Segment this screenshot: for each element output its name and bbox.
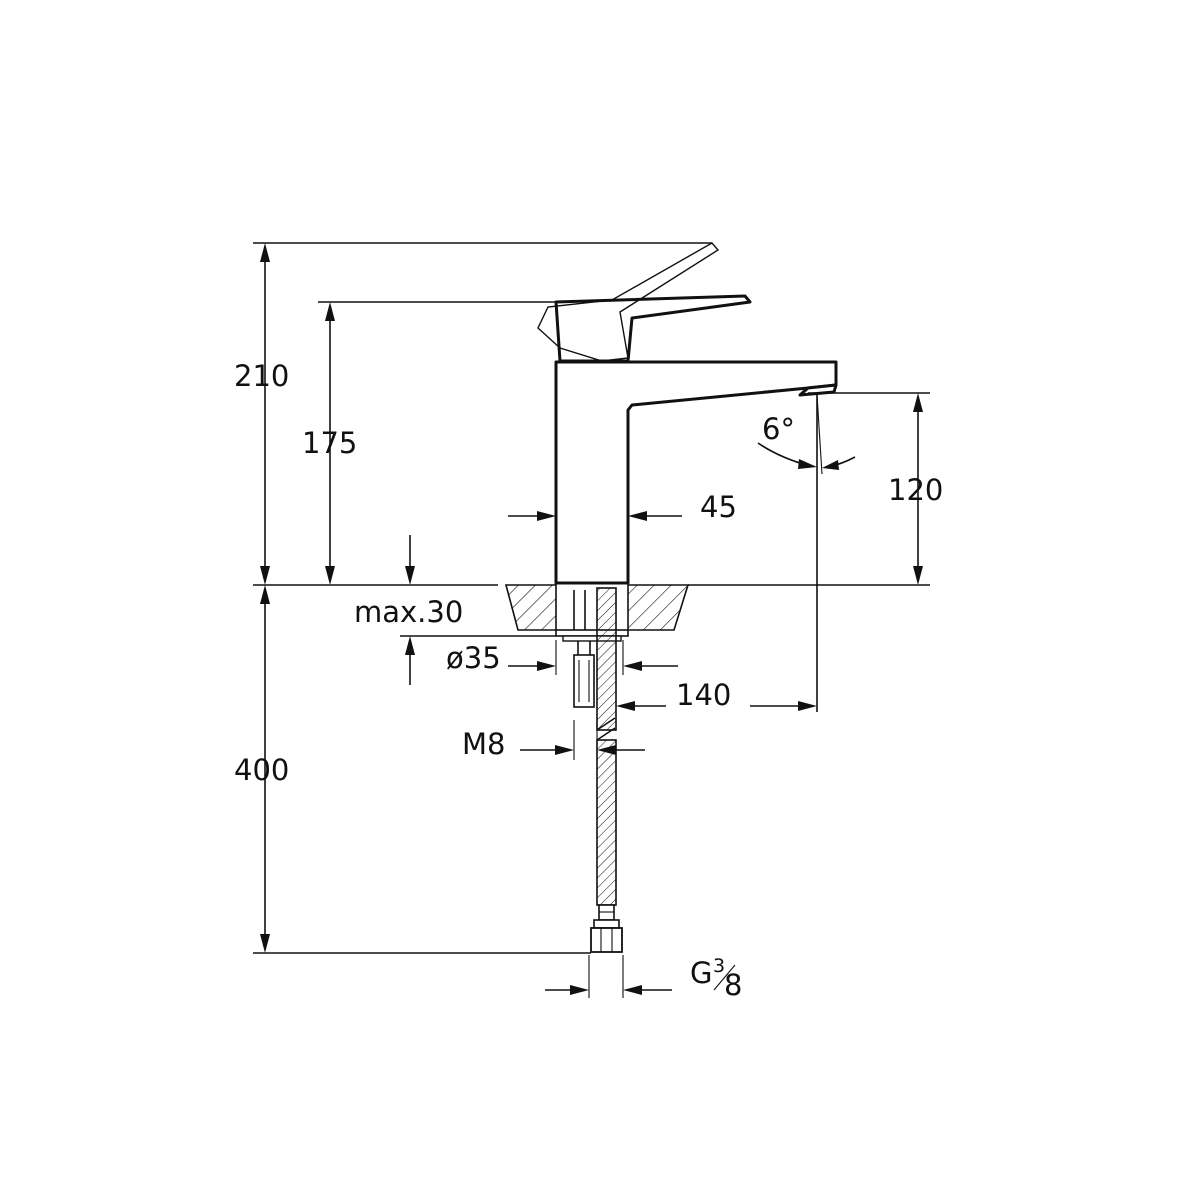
dim-hose-length: 400	[234, 753, 289, 787]
faucet-body	[537, 242, 838, 585]
dim-spout-height: 120	[888, 473, 943, 507]
dim-connection-thread: G 3 8	[690, 955, 742, 1002]
svg-text:3: 3	[713, 955, 725, 977]
extension-lines	[253, 242, 930, 998]
dim-handle-height: 175	[302, 426, 357, 460]
dim-total-height: 210	[234, 359, 289, 393]
mounting-hardware	[555, 590, 629, 708]
dimension-lines	[260, 243, 923, 995]
flexible-hose	[590, 587, 623, 953]
dim-body-width: 45	[700, 490, 737, 524]
countertop-section	[253, 584, 930, 631]
dim-stud-thread: M8	[462, 727, 505, 761]
dimension-labels: 210 175 120 45 6° max.30 ø35 140 M8 400 …	[234, 359, 943, 1002]
svg-text:G: G	[690, 956, 712, 990]
dim-hole-diameter: ø35	[446, 641, 501, 675]
dim-max-counter: max.30	[354, 595, 463, 629]
dim-spout-angle: 6°	[762, 412, 795, 446]
dim-spout-reach: 140	[676, 678, 731, 712]
svg-text:8: 8	[724, 968, 742, 1002]
